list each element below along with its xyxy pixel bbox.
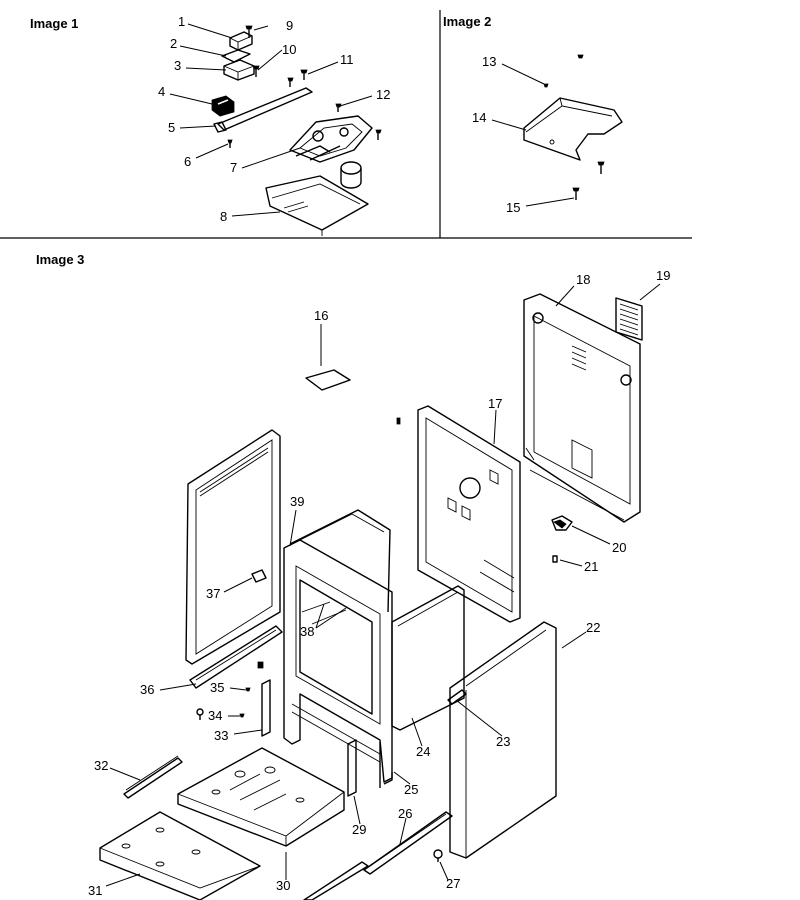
callout-numbers: 1 2 3 4 5 6 7 8 9 10 11 12 13 14 15 16 1… [88, 14, 670, 898]
part-9-screw [245, 25, 253, 38]
part-4-knob [211, 95, 235, 117]
part-15-screw [572, 187, 580, 200]
callout-6: 6 [184, 154, 191, 169]
callout-8: 8 [220, 209, 227, 224]
callout-34: 34 [208, 708, 222, 723]
callout-21: 21 [584, 559, 598, 574]
callout-9: 9 [286, 18, 293, 33]
part-31-bottom-plate [99, 811, 261, 900]
callout-11: 11 [340, 52, 354, 67]
callout-24: 24 [416, 744, 430, 759]
callout-14: 14 [472, 110, 486, 125]
callout-12: 12 [376, 87, 390, 102]
part-33-post [261, 679, 271, 737]
part-22-door-panel [449, 621, 557, 859]
callout-10: 10 [282, 42, 296, 57]
part-10-screw [252, 65, 260, 77]
part-8-bracket-plate [265, 175, 369, 236]
part-36-rail [189, 625, 283, 689]
part-6-screw [227, 139, 233, 148]
part-screw-misc [287, 77, 294, 87]
part-27-foot [433, 849, 443, 862]
callout-22: 22 [586, 620, 600, 635]
part-12-screw [335, 103, 342, 112]
part-32-rail [123, 755, 183, 799]
callout-20: 20 [612, 540, 626, 555]
section-title-image-2: Image 2 [443, 14, 491, 29]
callout-13: 13 [482, 54, 496, 69]
callout-30: 30 [276, 878, 290, 893]
part-left-side-frame [185, 429, 281, 665]
callout-18: 18 [576, 272, 590, 287]
callout-2: 2 [170, 36, 177, 51]
part-7-mechanism [289, 115, 382, 189]
section-title-image-1: Image 1 [30, 16, 78, 31]
part-23-bracket [447, 689, 467, 705]
part-16-plate [305, 369, 351, 391]
part-29-leg [347, 739, 357, 797]
part-30-base-tray [177, 747, 345, 847]
callout-4: 4 [158, 84, 165, 99]
part-13-screw [543, 54, 584, 88]
callout-19: 19 [656, 268, 670, 283]
callout-15: 15 [506, 200, 520, 215]
callout-27: 27 [446, 876, 460, 891]
part-11-screw [300, 69, 308, 80]
part-5-rod [213, 87, 313, 133]
callout-3: 3 [174, 58, 181, 73]
part-screw-14 [597, 161, 605, 174]
part-17-rear-frame [396, 405, 521, 623]
part-front-frame [283, 509, 393, 783]
part-2-bracket [221, 49, 251, 63]
callout-25: 25 [404, 782, 418, 797]
part-14-cover-plate [523, 97, 623, 161]
callout-5: 5 [168, 120, 175, 135]
part-bottom-rail [303, 861, 369, 900]
part-35-screw [245, 661, 264, 692]
callout-32: 32 [94, 758, 108, 773]
callout-17: 17 [488, 396, 502, 411]
part-21-pin [552, 555, 558, 563]
callout-35: 35 [210, 680, 224, 695]
callout-26: 26 [398, 806, 412, 821]
part-19-vent-grille [615, 297, 643, 341]
callout-37: 37 [206, 586, 220, 601]
callout-38: 38 [300, 624, 314, 639]
leader-lines [105, 23, 661, 887]
part-26-rail [363, 811, 453, 875]
callout-7: 7 [230, 160, 237, 175]
callout-33: 33 [214, 728, 228, 743]
part-25-leg [379, 742, 393, 788]
part-24-side-panel [391, 585, 465, 731]
callout-1: 1 [178, 14, 185, 29]
callout-29: 29 [352, 822, 366, 837]
part-34-screw [196, 708, 245, 720]
callout-16: 16 [314, 308, 328, 323]
callout-36: 36 [140, 682, 154, 697]
part-37-clip [251, 569, 267, 583]
callout-39: 39 [290, 494, 304, 509]
part-1-switch [229, 31, 253, 51]
part-20-bracket [551, 515, 573, 531]
section-title-image-3: Image 3 [36, 252, 84, 267]
callout-23: 23 [496, 734, 510, 749]
part-3-switch-body [223, 59, 255, 81]
callout-31: 31 [88, 883, 102, 898]
part-18-back-panel [523, 293, 641, 523]
